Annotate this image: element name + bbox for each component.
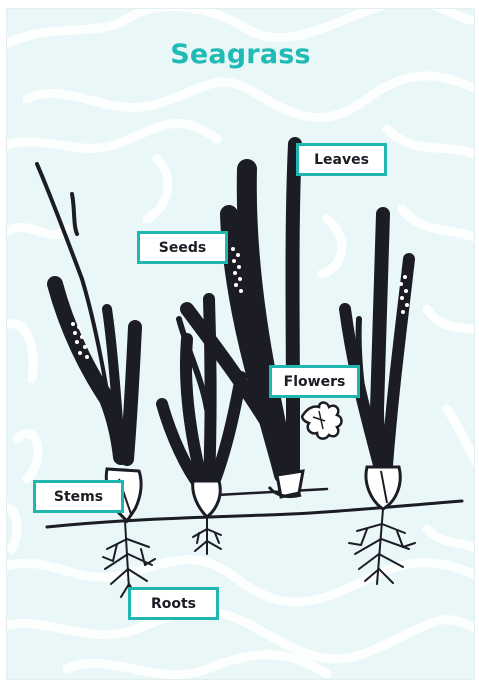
plant-left — [37, 164, 155, 597]
flower-shape — [302, 403, 341, 439]
seagrass-illustration — [7, 9, 474, 679]
label-seeds: Seeds — [137, 231, 228, 264]
diagram-sheet: Seagrass — [6, 8, 475, 680]
label-flowers: Flowers — [269, 365, 360, 398]
label-leaves: Leaves — [296, 143, 387, 176]
plant-right-roots — [349, 509, 415, 584]
plant-middle-roots — [193, 517, 221, 554]
plant-left-roots — [103, 521, 155, 597]
label-stems: Stems — [33, 480, 124, 513]
label-roots: Roots — [128, 587, 219, 620]
plant-right — [345, 214, 415, 584]
